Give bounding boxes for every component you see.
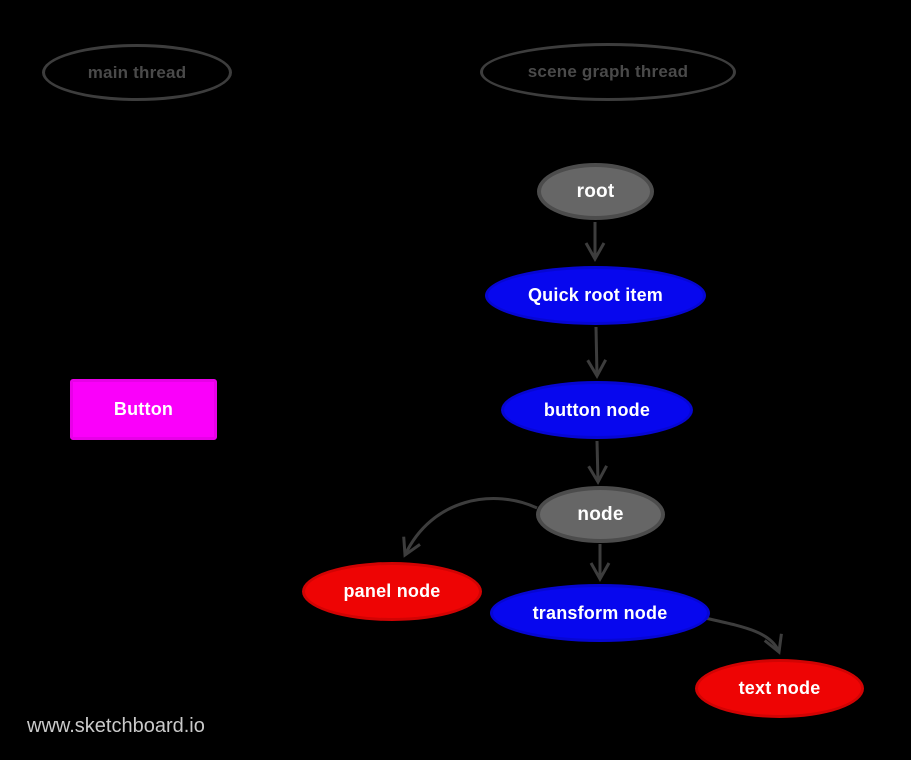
edge-node-to-panel-node[interactable] bbox=[402, 497, 538, 558]
lane-scene-graph-thread-label: scene graph thread bbox=[527, 62, 689, 81]
edge-transform-node-to-text-node[interactable] bbox=[704, 616, 783, 655]
node-button-rect-label: Button bbox=[113, 399, 174, 419]
node-node-label: node bbox=[577, 503, 624, 525]
sketchboard-watermark: www.sketchboard.io bbox=[27, 715, 205, 737]
lane-scene-graph-thread[interactable]: scene graph thread bbox=[480, 43, 736, 101]
node-quick-root-item-label: Quick root item bbox=[527, 285, 664, 305]
node-button-node[interactable]: button node bbox=[501, 381, 693, 439]
node-text-node-label: text node bbox=[738, 678, 821, 698]
node-button-node-label: button node bbox=[543, 399, 651, 420]
node-panel-node[interactable]: panel node bbox=[302, 562, 482, 621]
node-text-node[interactable]: text node bbox=[695, 659, 864, 718]
lane-main-thread-label: main thread bbox=[87, 62, 187, 82]
node-root[interactable]: root bbox=[537, 163, 654, 220]
node-node[interactable]: node bbox=[536, 486, 665, 543]
edge-quick-root-item-to-button-node[interactable] bbox=[586, 326, 607, 380]
lane-main-thread[interactable]: main thread bbox=[42, 44, 232, 101]
node-quick-root-item[interactable]: Quick root item bbox=[485, 266, 706, 325]
node-root-label: root bbox=[576, 180, 615, 202]
edge-button-node-to-node[interactable] bbox=[587, 440, 608, 486]
node-panel-node-label: panel node bbox=[343, 581, 441, 601]
node-transform-node[interactable]: transform node bbox=[490, 584, 710, 642]
node-button-rect[interactable]: Button bbox=[70, 379, 217, 440]
node-transform-node-label: transform node bbox=[532, 602, 668, 623]
